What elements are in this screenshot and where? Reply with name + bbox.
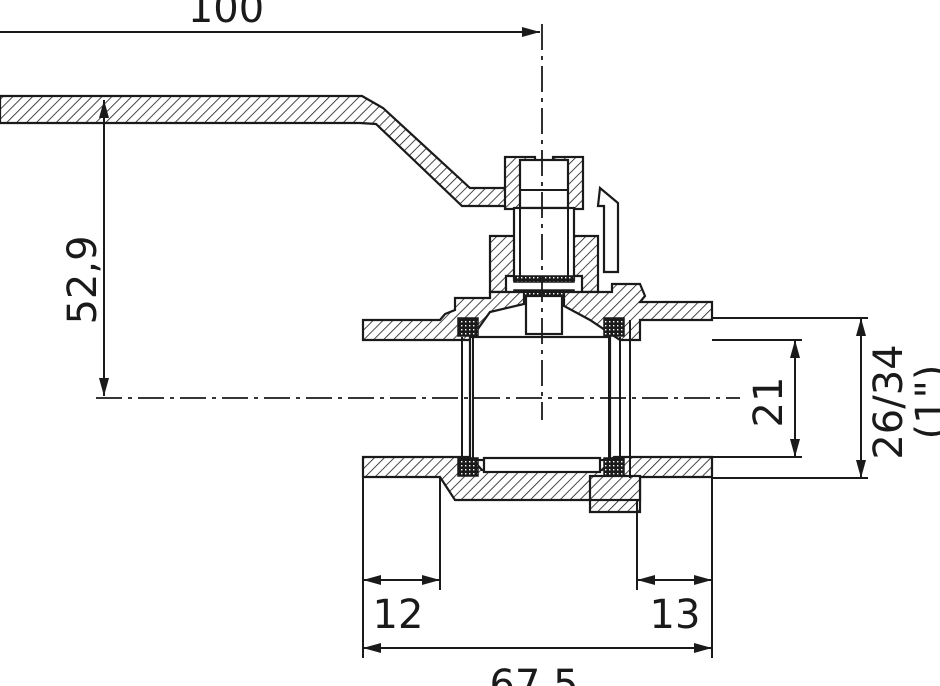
dim-bore-diameter: 21: [746, 377, 792, 428]
dim-overall-length: 67,5: [489, 662, 578, 686]
dimension-lines: [0, 27, 868, 658]
dim-thread-size: (1"): [908, 364, 940, 439]
centerlines: [96, 24, 740, 420]
dim-handle-height: 52,9: [60, 235, 106, 324]
dimension-labels: 100 52,9 21 26/34 (1") 12 13 67,5: [60, 0, 940, 686]
dim-right-thread-length: 13: [650, 592, 701, 638]
dim-thread-diameter: 26/34: [866, 344, 912, 459]
dim-handle-length: 100: [188, 0, 264, 32]
dim-left-thread-length: 12: [373, 592, 424, 638]
stem-assembly: [488, 155, 600, 336]
